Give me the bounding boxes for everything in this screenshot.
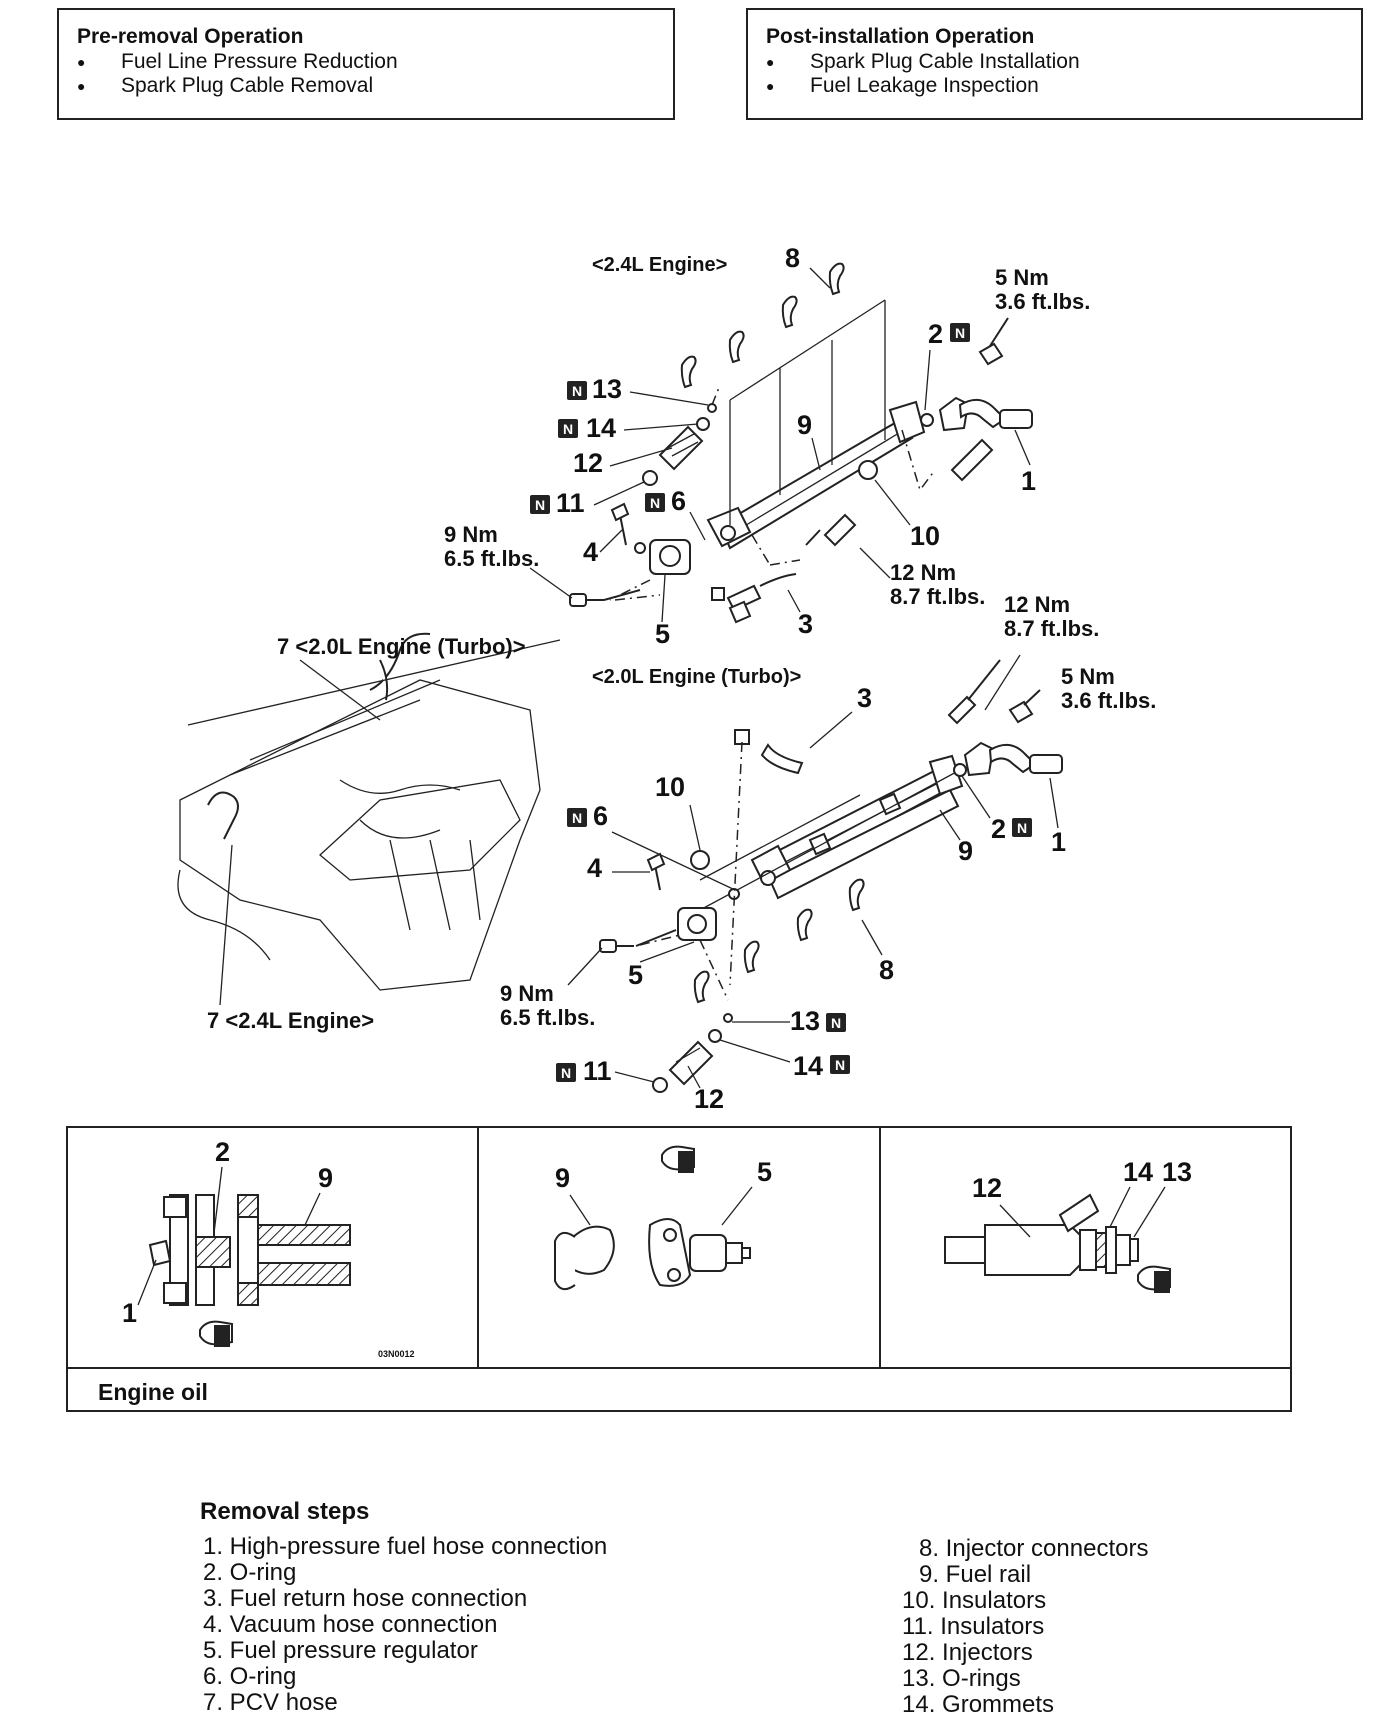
removal-step: 1. High-pressure fuel hose connection [203,1533,608,1560]
post-installation-item: Fuel Leakage Inspection [766,74,1343,98]
detail-panel: Engine oil 2 9 1 03N0012 9 5 [66,1126,1292,1412]
removal-steps-title: Removal steps [200,1498,370,1525]
callout-11: 11 [556,488,585,518]
engine-block [177,632,561,991]
removal-step: 9. Fuel rail [919,1561,1032,1588]
panel3-label-12: 12 [972,1173,1002,1203]
removal-step: 13. O-rings [902,1665,1021,1692]
torque-12nm-label: 12 Nm [890,560,956,585]
detail-hose-connection [148,1194,351,1347]
regulator-24 [569,460,878,624]
callout-11-b: 11 [583,1056,612,1086]
pre-removal-item: Fuel Line Pressure Reduction [77,50,655,74]
injector-20 [652,1013,733,1093]
callout-13: 13 [592,374,622,404]
callout-5-b: 5 [628,960,643,990]
removal-step: 5. Fuel pressure regulator [203,1637,478,1664]
callout-6: 6 [671,486,686,516]
panel1-label-2: 2 [215,1137,230,1167]
pre-removal-list: Fuel Line Pressure Reduction Spark Plug … [77,50,655,98]
detail-injector [944,1193,1171,1293]
callout-1-b: 1 [1051,827,1066,857]
callout-6-b: 6 [593,801,608,831]
fuel-rail-24 [706,299,926,550]
post-installation-item: Spark Plug Cable Installation [766,50,1343,74]
torque-5nm-label-2: 3.6 ft.lbs. [1061,688,1156,713]
torque-9nm-label: 6.5 ft.lbs. [444,546,539,571]
fuel-rail-20 [699,754,964,911]
removal-step: 7. PCV hose [203,1689,338,1716]
callout-1: 1 [1021,466,1036,496]
drawing-code: 03N0012 [378,1349,415,1359]
torque-9nm-label-2: 6.5 ft.lbs. [500,1005,595,1030]
torque-12nm-label-2: 8.7 ft.lbs. [1004,616,1099,641]
callout-8: 8 [785,243,800,273]
injector-24 [642,384,721,486]
callout-3: 3 [798,609,813,639]
removal-step: 11. Insulators [902,1613,1045,1640]
removal-step: 10. Insulators [902,1587,1047,1614]
post-installation-title: Post-installation Operation [766,25,1035,48]
panel3-label-14: 14 [1123,1157,1153,1187]
removal-step: 12. Injectors [902,1639,1033,1666]
torque-9nm-label-2: 9 Nm [500,981,554,1006]
removal-step: 3. Fuel return hose connection [203,1585,528,1612]
callout-12: 12 [573,448,603,478]
torque-9nm-label: 9 Nm [444,522,498,547]
removal-step: 2. O-ring [203,1559,297,1586]
pre-removal-item: Spark Plug Cable Removal [77,74,655,98]
panel2-label-9: 9 [555,1163,570,1193]
torque-5nm-label-2: 5 Nm [1061,664,1115,689]
torque-12nm-label: 8.7 ft.lbs. [890,584,985,609]
callout-14-b: 14 [793,1051,823,1081]
pcv-24-label: 7 <2.4L Engine> [207,1008,374,1033]
callout-2-b: 2 [991,814,1006,844]
pcv-20-label: 7 <2.0L Engine (Turbo)> [277,634,526,659]
high-pressure-hose-24 [920,317,1033,482]
removal-step: 6. O-ring [203,1663,297,1690]
removal-step: 14. Grommets [902,1691,1055,1718]
removal-steps-right: 8. Injector connectors 9. Fuel rail 10. … [902,1536,1148,1718]
callout-5: 5 [655,619,670,649]
exploded-diagram: N <2.4L Engine> [177,243,1156,1114]
callout-9-b: 9 [958,836,973,866]
engine-24-heading: <2.4L Engine> [592,254,727,276]
callout-3-b: 3 [857,683,872,713]
regulator-20 [599,729,804,986]
panel1-label-9: 9 [318,1163,333,1193]
high-pressure-hose-20 [947,659,1063,777]
panel3-label-13: 13 [1162,1157,1192,1187]
callout-13-b: 13 [790,1006,820,1036]
torque-5nm-label: 5 Nm [995,265,1049,290]
removal-steps-left: 1. High-pressure fuel hose connection 2.… [203,1534,607,1716]
callout-4-b: 4 [587,853,602,883]
callout-8-b: 8 [879,955,894,985]
removal-step: 4. Vacuum hose connection [203,1611,498,1638]
torque-5nm-label: 3.6 ft.lbs. [995,289,1090,314]
post-installation-box: Post-installation Operation Spark Plug C… [746,8,1363,120]
removal-step: 8. Injector connectors [919,1535,1149,1562]
engine-20-heading: <2.0L Engine (Turbo)> [592,666,801,688]
engine-oil-label: Engine oil [98,1379,208,1405]
post-installation-list: Spark Plug Cable Installation Fuel Leaka… [766,50,1343,98]
panel2-label-5: 5 [757,1157,772,1187]
torque-12nm-label-2: 12 Nm [1004,592,1070,617]
callout-14: 14 [586,413,616,443]
callout-12-b: 12 [694,1084,724,1114]
callout-2: 2 [928,319,943,349]
pre-removal-title: Pre-removal Operation [77,25,304,48]
detail-regulator [554,1145,751,1291]
callout-9: 9 [797,410,812,440]
callout-4: 4 [583,537,598,567]
callout-10: 10 [910,521,940,551]
pre-removal-box: Pre-removal Operation Fuel Line Pressure… [57,8,675,120]
callout-10-b: 10 [655,772,685,802]
panel1-label-1: 1 [122,1298,137,1328]
